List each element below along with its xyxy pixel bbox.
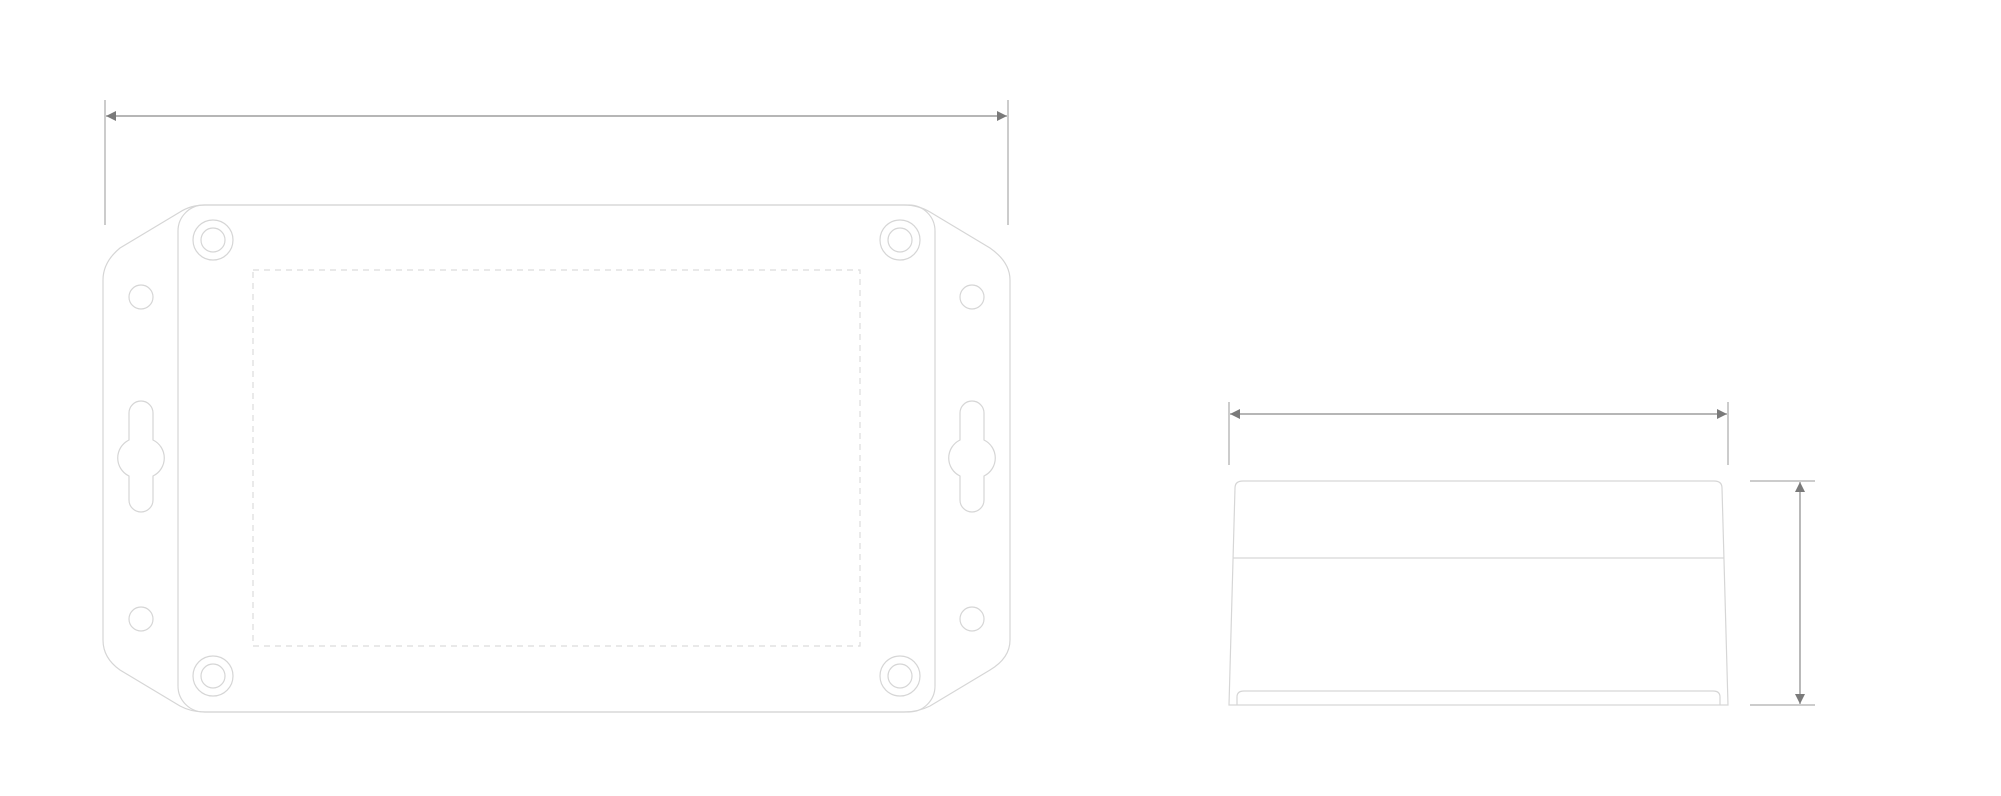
keyhole-slot-right	[948, 400, 996, 513]
label-area	[252, 269, 861, 647]
side-arrow-right-icon	[1717, 409, 1727, 419]
screw-bottom-left	[192, 655, 234, 697]
base-plate	[1236, 690, 1721, 705]
side-view	[1228, 402, 1815, 706]
flange-hole-right-top	[959, 284, 985, 310]
flange-hole-right-bottom	[959, 606, 985, 632]
side-view-width-dimension	[1228, 402, 1729, 465]
screw-top-right	[879, 219, 921, 261]
side-arrow-left-icon	[1230, 409, 1240, 419]
screw-top-left	[192, 219, 234, 261]
keyhole-slot-left	[117, 400, 165, 513]
top-view-width-dimension	[104, 100, 1009, 225]
arrow-right-icon	[997, 111, 1007, 121]
side-view-height-dimension	[1750, 480, 1815, 706]
arrow-left-icon	[106, 111, 116, 121]
top-view	[102, 100, 1011, 713]
enclosure-lid	[177, 204, 936, 713]
enclosure-outline	[102, 204, 1011, 713]
flange-hole-left-top	[128, 284, 154, 310]
screw-bottom-right	[879, 655, 921, 697]
side-body-outline	[1228, 480, 1729, 706]
arrow-down-icon	[1795, 694, 1805, 704]
flange-hole-left-bottom	[128, 606, 154, 632]
arrow-up-icon	[1795, 482, 1805, 492]
